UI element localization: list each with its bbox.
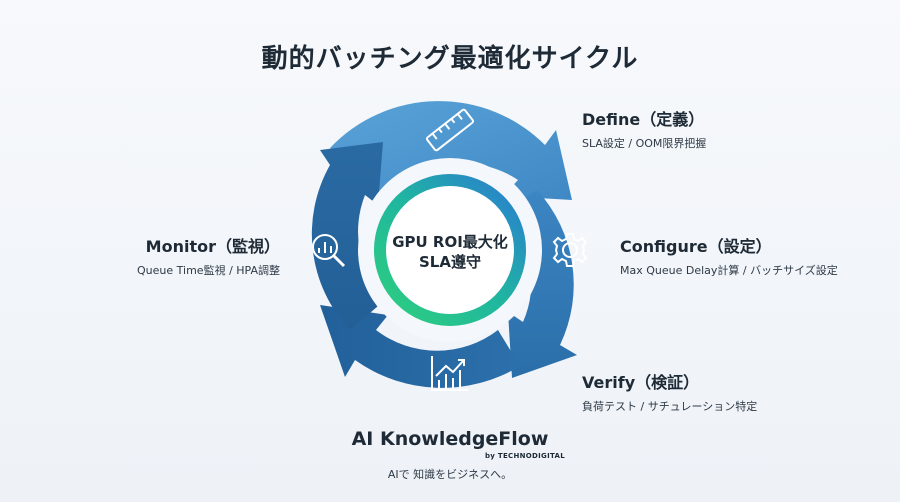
step-verify-title: Verify（検証） — [582, 373, 700, 392]
center-line-1: GPU ROI最大化 — [392, 233, 508, 251]
growth-chart-icon — [431, 356, 468, 391]
page-title: 動的バッチング最適化サイクル — [261, 44, 639, 74]
step-define-desc: SLA設定 / OOM限界把握 — [582, 137, 707, 150]
step-verify-desc: 負荷テスト / サチュレーション特定 — [582, 400, 758, 413]
arrow-segment-verify — [320, 305, 520, 388]
step-monitor: Monitor（監視） Queue Time監視 / HPA調整 — [80, 233, 280, 278]
step-configure-desc: Max Queue Delay計算 / バッチサイズ設定 — [620, 264, 838, 277]
center-line-2: SLA遵守 — [419, 253, 481, 271]
step-define-title: Define（定義） — [582, 110, 705, 129]
brand-name: AI KnowledgeFlow — [351, 428, 549, 450]
arrow-segment-define — [330, 101, 572, 200]
gear-icon — [552, 233, 588, 267]
brand-block: AI KnowledgeFlow by TECHNODIGITAL AIで 知識… — [300, 428, 600, 482]
step-configure-title: Configure（設定） — [620, 237, 772, 256]
center-label: GPU ROI最大化 SLA遵守 — [370, 232, 530, 272]
magnifier-chart-icon — [312, 234, 346, 268]
ruler-icon — [425, 108, 475, 152]
ring-progress — [374, 174, 526, 326]
step-define: Define（定義） SLA設定 / OOM限界把握 — [582, 106, 706, 151]
step-monitor-title: Monitor（監視） — [145, 237, 280, 256]
brand-tagline: AIで 知識をビジネスへ。 — [387, 468, 513, 481]
step-monitor-desc: Queue Time監視 / HPA調整 — [137, 264, 280, 277]
step-verify: Verify（検証） 負荷テスト / サチュレーション特定 — [582, 369, 757, 414]
step-configure: Configure（設定） Max Queue Delay計算 / バッチサイズ… — [620, 233, 838, 278]
brand-byline: by TECHNODIGITAL — [484, 452, 566, 460]
